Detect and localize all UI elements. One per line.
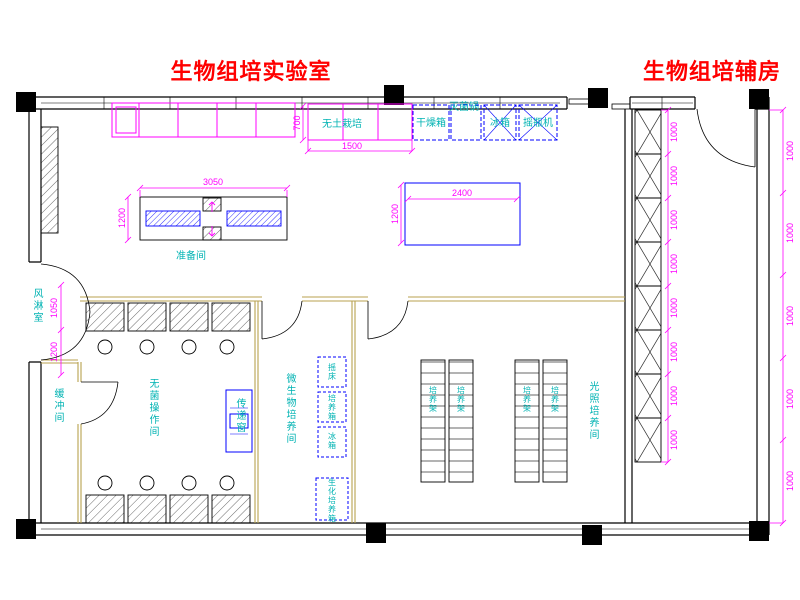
wall-bench [111,102,413,141]
dim-1000-shelf-1: 1000 [669,121,679,143]
title-lab: 生物组培实验室 [170,59,332,84]
dim-2400: 2400 [451,188,473,198]
equip-label-rack-2: 培养架 [456,386,466,413]
culture-racks [420,359,568,483]
dim-1000-shelf-2: 1000 [669,165,679,187]
doors [40,98,756,425]
dim-1050-left: 1050 [49,297,59,319]
dim-1000-ext-5: 1000 [785,470,795,492]
dim-1500: 1500 [341,141,363,151]
outer-walls [28,96,770,536]
equip-label-soilless: 无土栽培 [322,119,362,130]
dim-1000-ext-3: 1000 [785,305,795,327]
equip-label-rack-3: 培养架 [522,386,532,413]
equipment-outlines [225,104,558,521]
dim-1000-ext-2: 1000 [785,222,795,244]
dim-1200-prep: 1200 [117,207,127,229]
equip-label-fridge-small: 冰箱 [327,432,337,450]
dim-1000-shelf-3: 1000 [669,209,679,231]
equip-label-flask-shaker: 摇瓶机 [523,118,553,129]
equip-label-pass-window: 传递窗 [234,398,245,434]
equip-label-drying-oven: 干燥箱 [416,118,446,129]
room-label-buffer: 缓冲间 [52,388,63,424]
dim-1200-left: 1200 [49,341,59,363]
equip-label-shaker: 摇床 [327,363,337,381]
dim-1000-ext-4: 1000 [785,388,795,410]
room-label-prep: 准备间 [176,251,206,262]
title-aux: 生物组培辅房 [642,59,781,84]
dimension-lines [57,102,787,527]
aux-partition-wall [624,109,633,523]
equip-label-incubator: 培养箱 [327,394,337,421]
equip-label-rack-1: 培养架 [428,386,438,413]
dim-1200-table: 1200 [390,203,400,225]
center-table [404,182,521,246]
equip-label-fridge: 冰箱 [490,118,510,129]
dim-700: 700 [292,115,302,131]
room-label-air-shower: 风淋室 [31,288,42,324]
aux-shelf-cells [634,109,662,463]
dim-1000-ext-1: 1000 [785,140,795,162]
dim-1000-shelf-6: 1000 [669,341,679,363]
left-cabinet [40,126,59,234]
pass-window-device [225,389,253,453]
dim-3050: 3050 [202,177,224,187]
room-label-light-culture: 光照培养间 [587,381,598,441]
equip-label-autoclave: 灭菌锅 [449,102,479,113]
dim-1000-shelf-4: 1000 [669,253,679,275]
prep-table [139,196,288,241]
equip-label-rack-4: 培养架 [550,386,560,413]
room-label-microbe: 微生物培养间 [284,373,295,445]
dim-1000-shelf-7: 1000 [669,385,679,407]
equip-label-biochem-incubator: 生化培养箱 [327,478,337,523]
dim-1000-shelf-8: 1000 [669,429,679,451]
aseptic-room-furniture [85,302,251,524]
room-label-aseptic: 无菌操作间 [147,378,158,438]
dim-1000-shelf-5: 1000 [669,297,679,319]
partition-walls [41,296,625,523]
